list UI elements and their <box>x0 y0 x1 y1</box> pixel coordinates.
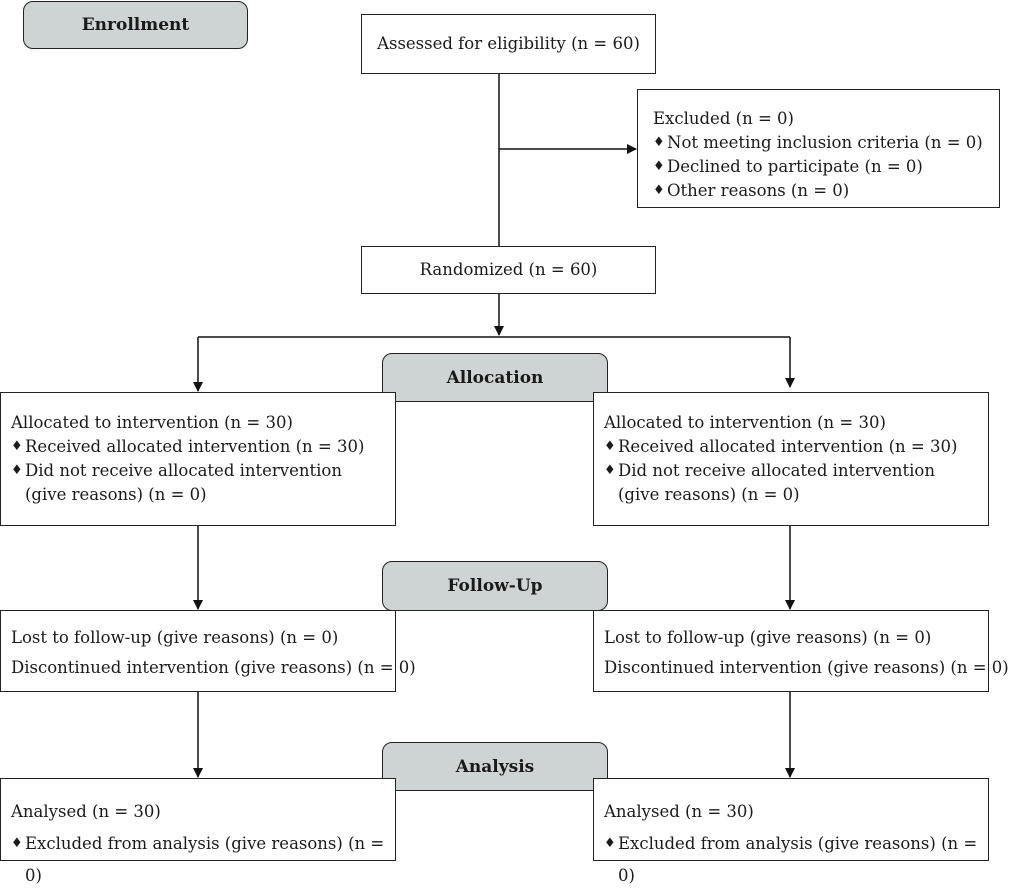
excluded-item-text: Declined to participate (n = 0) <box>667 157 923 176</box>
stage-allocation-label: Allocation <box>446 367 544 388</box>
analysis-excluded-text: Excluded from analysis (give reasons) (n… <box>25 834 385 885</box>
analysis-excluded: ♦ Excluded from analysis (give reasons) … <box>11 828 385 892</box>
stage-follow-up: Follow-Up <box>382 561 608 611</box>
allocation-not-received: ♦ Did not receive allocated intervention… <box>11 459 385 507</box>
excluded-item: ♦ Not meeting inclusion criteria (n = 0) <box>653 131 999 155</box>
allocation-title: Allocated to intervention (n = 30) <box>604 413 886 432</box>
followup-discontinued: Discontinued intervention (give reasons)… <box>11 658 416 677</box>
bullet-icon: ♦ <box>653 135 665 150</box>
allocation-received: ♦ Received allocated intervention (n = 3… <box>11 435 385 459</box>
excluded-item: ♦ Other reasons (n = 0) <box>653 179 999 203</box>
excluded-item-text: Not meeting inclusion criteria (n = 0) <box>667 133 983 152</box>
allocation-title: Allocated to intervention (n = 30) <box>11 413 293 432</box>
excluded-box: Excluded (n = 0) ♦ Not meeting inclusion… <box>637 89 1000 208</box>
allocation-not-received-text: Did not receive allocated intervention (… <box>618 461 935 504</box>
bullet-icon: ♦ <box>604 463 616 478</box>
followup-discontinued: Discontinued intervention (give reasons)… <box>604 658 1009 677</box>
right-followup-box: Lost to follow-up (give reasons) (n = 0)… <box>593 610 1009 692</box>
left-allocation-box: Allocated to intervention (n = 30) ♦ Rec… <box>0 392 396 526</box>
right-allocation-box: Allocated to intervention (n = 30) ♦ Rec… <box>593 392 989 526</box>
allocation-not-received: ♦ Did not receive allocated intervention… <box>604 459 978 507</box>
analysis-excluded-text: Excluded from analysis (give reasons) (n… <box>618 834 978 885</box>
bullet-icon: ♦ <box>11 439 23 454</box>
randomized-text: Randomized (n = 60) <box>419 260 598 279</box>
connector-lines <box>193 74 795 778</box>
followup-lost: Lost to follow-up (give reasons) (n = 0) <box>604 628 932 647</box>
assessed-box: Assessed for eligibility (n = 60) <box>361 14 656 74</box>
bullet-icon: ♦ <box>11 836 23 851</box>
analysis-analysed: Analysed (n = 30) <box>11 802 161 821</box>
bullet-icon: ♦ <box>11 463 23 478</box>
stage-enrollment-label: Enrollment <box>81 15 190 35</box>
stage-analysis-label: Analysis <box>455 756 535 777</box>
excluded-item: ♦ Declined to participate (n = 0) <box>653 155 999 179</box>
followup-lost: Lost to follow-up (give reasons) (n = 0) <box>11 628 339 647</box>
randomized-box: Randomized (n = 60) <box>361 246 656 294</box>
analysis-excluded: ♦ Excluded from analysis (give reasons) … <box>604 828 978 892</box>
analysis-analysed: Analysed (n = 30) <box>604 802 754 821</box>
assessed-text: Assessed for eligibility (n = 60) <box>377 34 640 53</box>
excluded-title: Excluded (n = 0) <box>653 109 794 128</box>
stage-allocation: Allocation <box>382 353 608 402</box>
allocation-received: ♦ Received allocated intervention (n = 3… <box>604 435 978 459</box>
stage-analysis: Analysis <box>382 742 608 791</box>
stage-follow-up-label: Follow-Up <box>447 576 543 596</box>
bullet-icon: ♦ <box>653 183 665 198</box>
allocation-not-received-text: Did not receive allocated intervention (… <box>25 461 342 504</box>
bullet-icon: ♦ <box>604 836 616 851</box>
bullet-icon: ♦ <box>653 159 665 174</box>
allocation-received-text: Received allocated intervention (n = 30) <box>618 437 958 456</box>
right-analysis-box: Analysed (n = 30) ♦ Excluded from analys… <box>593 778 989 885</box>
excluded-item-text: Other reasons (n = 0) <box>667 181 850 200</box>
allocation-received-text: Received allocated intervention (n = 30) <box>25 437 365 456</box>
left-analysis-box: Analysed (n = 30) ♦ Excluded from analys… <box>0 778 396 885</box>
stage-enrollment: Enrollment <box>23 1 248 49</box>
bullet-icon: ♦ <box>604 439 616 454</box>
left-followup-box: Lost to follow-up (give reasons) (n = 0)… <box>0 610 416 692</box>
